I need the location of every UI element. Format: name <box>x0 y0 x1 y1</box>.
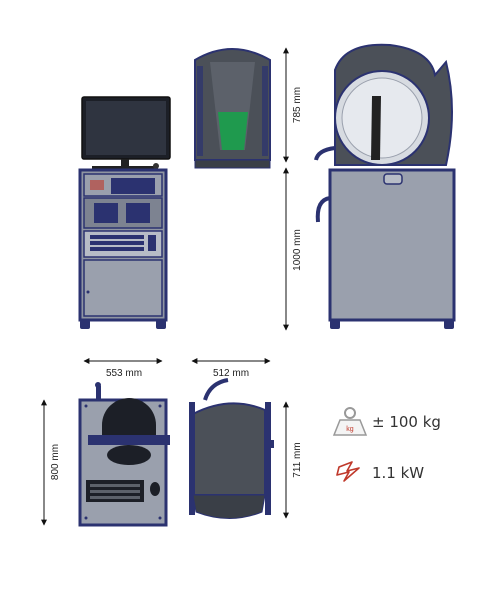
green-window <box>218 112 248 150</box>
dim-label-folded-height: 800 mm <box>50 444 61 480</box>
dim-label-head-height: 785 mm <box>292 87 303 123</box>
front-view-unit <box>78 96 171 329</box>
dim-label-depth: 512 mm <box>213 368 249 379</box>
side-cabinet <box>328 168 456 322</box>
dim-label-folded-side-height: 711 mm <box>292 442 303 477</box>
dimension-lines <box>41 47 289 526</box>
folded-side-view <box>189 378 274 519</box>
power-spec: 1.1 kW <box>372 464 425 482</box>
power-icon <box>336 461 360 482</box>
full-side-view <box>314 43 456 329</box>
folded-front-view <box>78 382 170 527</box>
side-head-view <box>194 48 271 169</box>
dim-label-cabinet-height: 1000 mm <box>292 229 303 271</box>
weight-icon: kg <box>332 407 368 436</box>
weight-spec: ± 100 kg <box>372 413 441 431</box>
dim-label-width: 553 mm <box>106 368 142 379</box>
weight-icon-label: kg <box>346 426 354 433</box>
